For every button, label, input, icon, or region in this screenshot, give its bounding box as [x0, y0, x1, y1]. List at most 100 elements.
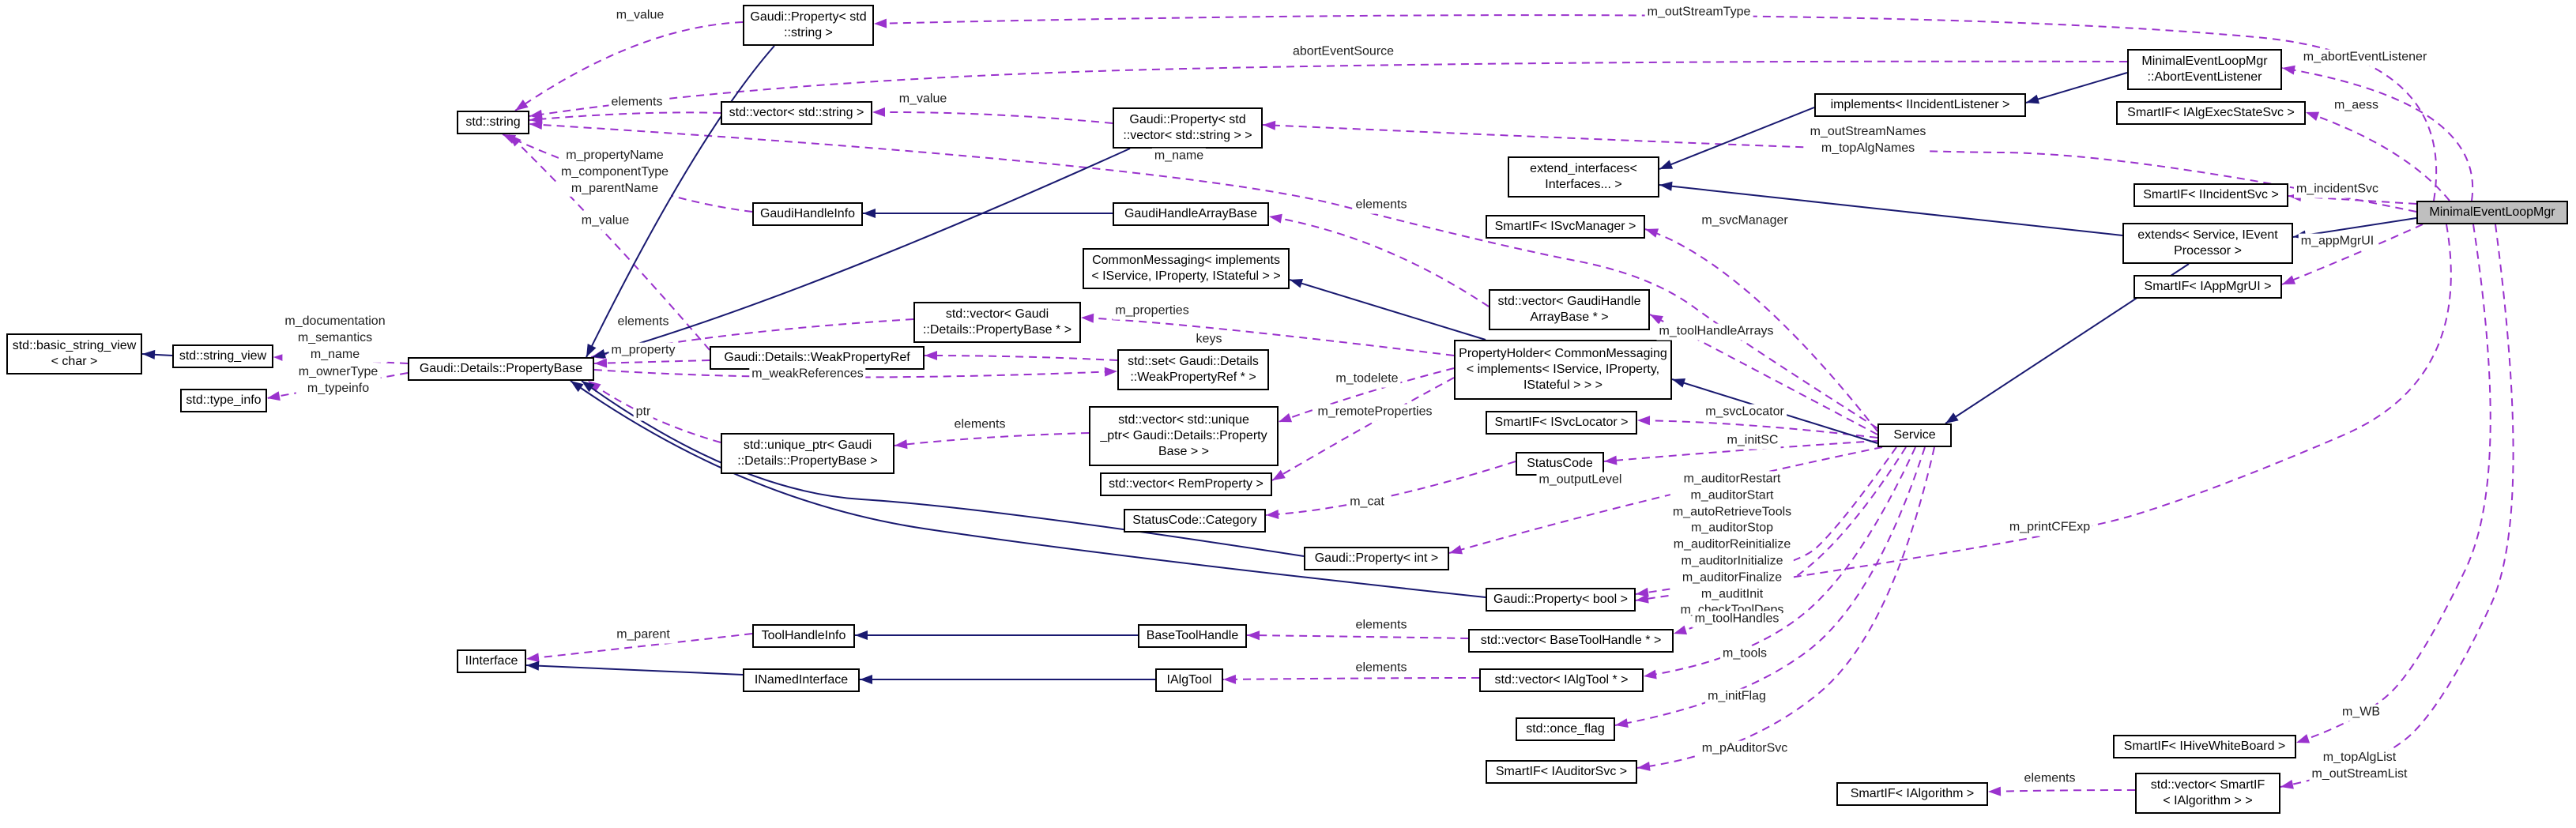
edge-label-svc-pbool: m_auditorRestart m_auditorStart m_autoRe…: [1670, 471, 1795, 619]
edge-label-svc-vbth: m_toolHandles: [1692, 611, 1782, 628]
edge-use-vghab-ghab: [1268, 213, 1489, 307]
node-ini[interactable]: INamedInterface: [743, 668, 860, 692]
edge-label-set-wpr: keys: [1193, 331, 1225, 348]
edge-label-melm-pbool: m_printCFExp: [2006, 519, 2093, 536]
edge-label-melm-iinc: m_incidentSvc: [2293, 181, 2382, 198]
edge-label-vghab-ghab: elements: [1353, 197, 1410, 214]
edge-inherit-ph-cm: [1289, 278, 1486, 341]
edge-use-upb-pb: [587, 380, 721, 443]
node-thi[interactable]: ToolHandleInfo: [752, 624, 855, 648]
edge-label-pstr-str: m_value: [613, 7, 667, 24]
node-vsia[interactable]: std::vector< SmartIF < IAlgorithm > >: [2135, 773, 2280, 814]
node-ghab[interactable]: GaudiHandleArrayBase: [1113, 202, 1269, 226]
edge-label-vsia-sia: elements: [2021, 770, 2078, 788]
node-vpb[interactable]: std::vector< Gaudi ::Details::PropertyBa…: [913, 302, 1081, 343]
edge-use-ph-vrp: [1271, 377, 1455, 481]
edge-label-wpr-str: m_value: [578, 213, 632, 230]
node-ph[interactable]: PropertyHolder< CommonMessaging < implem…: [1454, 340, 1672, 400]
edge-label-ghi-str: m_propertyName m_componentType m_parentN…: [558, 147, 672, 198]
node-of[interactable]: std::once_flag: [1516, 717, 1615, 741]
node-cm[interactable]: CommonMessaging< implements < IService, …: [1083, 248, 1290, 289]
edge-inherit-pbool-pb: [570, 380, 1486, 598]
edge-use-vpb-pb: [590, 318, 914, 359]
node-impl[interactable]: implements< IIncidentListener >: [1814, 93, 2026, 117]
node-vstr[interactable]: std::vector< std::string >: [721, 101, 872, 125]
node-str[interactable]: std::string: [457, 111, 529, 134]
node-scc[interactable]: StatusCode::Category: [1124, 509, 1266, 533]
edge-use-svc-pbool: [1635, 446, 1897, 597]
node-ti[interactable]: std::type_info: [180, 389, 267, 412]
node-bsv[interactable]: std::basic_string_view < char >: [6, 333, 142, 374]
node-aud[interactable]: SmartIF< IAuditorSvc >: [1486, 760, 1637, 784]
edge-use-vstr-str: [529, 111, 721, 124]
edge-use-svc-str: [529, 120, 1878, 429]
edge-use-ghi-str: [502, 134, 753, 213]
node-aess[interactable]: SmartIF< IAlgExecStateSvc >: [2116, 101, 2306, 125]
node-sv[interactable]: std::string_view: [172, 344, 273, 368]
node-hwb[interactable]: SmartIF< IHiveWhiteBoard >: [2113, 735, 2296, 758]
node-appmgr[interactable]: SmartIF< IAppMgrUI >: [2133, 275, 2282, 299]
node-bth[interactable]: BaseToolHandle: [1138, 624, 1247, 648]
node-sia[interactable]: SmartIF< IAlgorithm >: [1836, 782, 1988, 806]
edge-label-svc-sc: m_initSC: [1724, 432, 1781, 450]
edge-use-ael-str: [529, 60, 2128, 119]
edge-use-melm-appmgr: [2281, 224, 2423, 285]
node-svcl[interactable]: SmartIF< ISvcLocator >: [1486, 411, 1637, 435]
edge-label-ph-vup: m_todelete: [1333, 371, 1401, 388]
edge-inherit-ext-ei: [1659, 181, 2123, 236]
node-pstr[interactable]: Gaudi::Property< std ::string >: [743, 5, 874, 46]
node-ei[interactable]: extend_interfaces< Interfaces... >: [1508, 156, 1659, 198]
edge-label-svc-svcl: m_svcLocator: [1703, 404, 1787, 421]
edge-label-wpr-pb: m_property: [608, 342, 678, 359]
edge-use-svc-svcm: [1644, 228, 1878, 432]
edge-label-svc-pint: m_outputLevel: [1536, 472, 1625, 489]
edge-use-ph-vpb: [1080, 313, 1455, 356]
edge-label-pb-set: m_weakReferences: [749, 366, 866, 383]
edge-use-vbth-bth: [1246, 630, 1469, 641]
edge-label-melm-vsia: m_topAlgList m_outStreamList: [2309, 750, 2410, 783]
node-vrp[interactable]: std::vector< RemProperty >: [1100, 472, 1272, 496]
edge-label-svc-aud: m_pAuditorSvc: [1699, 740, 1791, 758]
edge-label-svc-svcm: m_svcManager: [1699, 213, 1791, 230]
node-iinc[interactable]: SmartIF< IIncidentSvc >: [2133, 183, 2288, 207]
node-melm: MinimalEventLoopMgr: [2416, 201, 2568, 224]
node-svc[interactable]: Service: [1877, 423, 1952, 447]
node-vghab[interactable]: std::vector< GaudiHandle ArrayBase * >: [1489, 289, 1650, 330]
edge-use-melm-ael: [2281, 65, 2474, 201]
node-pint[interactable]: Gaudi::Property< int >: [1304, 547, 1449, 570]
node-sc[interactable]: StatusCode: [1516, 452, 1604, 476]
edge-inherit-ael-impl: [2025, 72, 2128, 104]
edge-use-svc-viat: [1643, 446, 1916, 679]
edge-inherit-impl-ei: [1659, 107, 1815, 170]
node-viat[interactable]: std::vector< IAlgTool * >: [1479, 668, 1644, 692]
edge-label-thi-iif: m_parent: [614, 627, 672, 644]
edge-use-svc-svcl: [1636, 416, 1878, 438]
node-ghi[interactable]: GaudiHandleInfo: [752, 202, 863, 226]
edge-use-thi-iif: [525, 633, 753, 663]
node-ext[interactable]: extends< Service, IEvent Processor >: [2122, 223, 2293, 264]
node-iat[interactable]: IAlgTool: [1155, 668, 1223, 692]
node-ael[interactable]: MinimalEventLoopMgr ::AbortEventListener: [2127, 49, 2282, 90]
edge-label-vbth-bth: elements: [1353, 617, 1410, 634]
node-wpr[interactable]: Gaudi::Details::WeakPropertyRef: [710, 346, 925, 370]
node-set[interactable]: std::set< Gaudi::Details ::WeakPropertyR…: [1117, 349, 1269, 390]
node-pvstr[interactable]: Gaudi::Property< std ::vector< std::stri…: [1113, 107, 1263, 149]
edge-use-melm-aess: [2305, 111, 2450, 201]
edge-label-vpb-pb: elements: [615, 314, 672, 331]
edge-label-melm-pvstr: m_outStreamNames m_topAlgNames: [1807, 124, 1929, 157]
edge-label-melm-appmgr: m_appMgrUI: [2298, 233, 2377, 250]
edge-inherit-pstr-pb: [586, 45, 775, 358]
node-svcm[interactable]: SmartIF< ISvcManager >: [1486, 215, 1645, 239]
node-pb[interactable]: Gaudi::Details::PropertyBase: [408, 357, 594, 381]
node-vbth[interactable]: std::vector< BaseToolHandle * >: [1468, 629, 1674, 653]
edge-use-wpr-str: [508, 134, 710, 351]
node-vup[interactable]: std::vector< std::unique _ptr< Gaudi::De…: [1089, 406, 1279, 466]
edge-inherit-sv-bsv: [141, 349, 173, 359]
node-upb[interactable]: std::unique_ptr< Gaudi ::Details::Proper…: [721, 433, 894, 474]
node-iif[interactable]: IInterface: [457, 649, 526, 673]
node-pbool[interactable]: Gaudi::Property< bool >: [1486, 588, 1636, 612]
edge-label-melm-pstr: m_outStreamType: [1644, 4, 1753, 21]
edge-inherit-pvstr-pb: [592, 148, 1131, 359]
edge-label-viat-iat: elements: [1353, 660, 1410, 677]
